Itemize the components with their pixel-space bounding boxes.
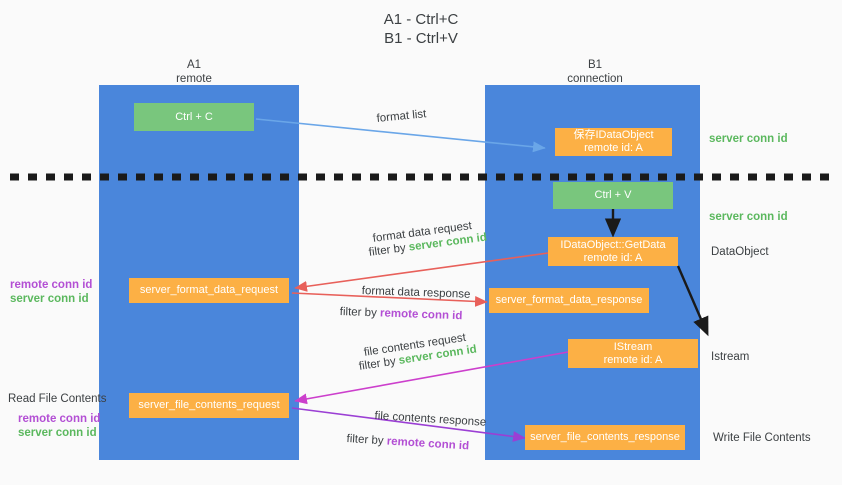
- column-heading-b1: B1 connection: [567, 59, 623, 85]
- box-server-file-contents-response[interactable]: server_file_contents_response: [525, 425, 685, 450]
- right-label-write-file-contents: Write File Contents: [713, 432, 811, 444]
- filter-value-fdres: remote conn id: [379, 307, 463, 323]
- left-label-server-conn-id-bottom: server conn id: [18, 427, 97, 439]
- page-title: A1 - Ctrl+C B1 - Ctrl+V: [383, 11, 459, 47]
- filter-value-fcres: remote conn id: [386, 435, 470, 453]
- box-server-file-contents-request[interactable]: server_file_contents_request: [129, 393, 289, 418]
- filter-prefix-fdres: filter by: [339, 305, 381, 320]
- box-server-format-data-request[interactable]: server_format_data_request: [129, 278, 289, 303]
- box-istream[interactable]: IStream remote id: A: [568, 339, 698, 368]
- left-label-remote-conn-id-bottom: remote conn id: [18, 413, 101, 425]
- box-save-idataobject[interactable]: 保存IDataObject remote id: A: [555, 128, 672, 156]
- right-label-istream: Istream: [711, 351, 750, 363]
- edge-label-format-list: format list: [376, 108, 427, 125]
- edge-label-format-data-response: format data response: [361, 284, 471, 301]
- edge-label-file-contents-response: file contents response: [374, 409, 487, 429]
- column-heading-a1: A1 remote: [176, 59, 212, 85]
- right-label-dataobject: DataObject: [711, 246, 769, 258]
- filter-prefix-fcres: filter by: [346, 432, 388, 448]
- right-label-server-conn-id-mid: server conn id: [709, 211, 788, 223]
- box-idataobject-getdata[interactable]: IDataObject::GetData remote id: A: [548, 237, 678, 266]
- right-label-server-conn-id-top: server conn id: [709, 133, 788, 145]
- box-ctrl-v[interactable]: Ctrl + V: [553, 182, 673, 209]
- edge-label-format-data-response-filter: filter by remote conn id: [339, 305, 463, 324]
- left-label-read-file-contents: Read File Contents: [8, 393, 107, 405]
- divider-dashed-line: [10, 168, 832, 181]
- left-label-server-conn-id-mid: server conn id: [10, 293, 89, 305]
- left-label-remote-conn-id-mid: remote conn id: [10, 279, 93, 291]
- filter-prefix-fdreq: filter by: [368, 241, 410, 259]
- box-server-format-data-response[interactable]: server_format_data_response: [489, 288, 649, 313]
- edge-label-file-contents-response-filter: filter by remote conn id: [346, 432, 469, 454]
- box-ctrl-c[interactable]: Ctrl + C: [134, 103, 254, 131]
